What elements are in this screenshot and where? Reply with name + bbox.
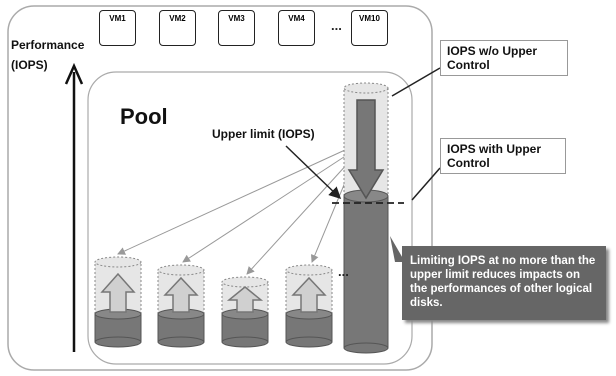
disk-ellipsis: ...	[338, 264, 349, 279]
vm-4: VM4	[278, 10, 315, 46]
axis-arrowhead	[64, 62, 84, 85]
y-axis-label: Performance (IOPS)	[11, 38, 85, 72]
callout-with-pointer	[411, 167, 441, 201]
callout-without-pointer	[391, 67, 441, 97]
pool-label: Pool	[120, 104, 168, 129]
logical-disk-2	[157, 264, 205, 348]
flow-arrow-2	[182, 154, 348, 263]
vm-3: VM3	[218, 10, 255, 46]
vm-1: VM1	[99, 10, 136, 46]
vm-ellipsis: ...	[331, 18, 342, 33]
limiting-note: Limiting IOPS at no more than the upper …	[402, 246, 606, 320]
logical-disk-3	[221, 276, 269, 348]
callout-without-upper-control: IOPS w/o Upper Control	[440, 40, 568, 76]
vm-2: VM2	[159, 10, 196, 46]
logical-disk-limited	[343, 82, 389, 354]
note-pointer	[390, 236, 405, 262]
limit-down-arrow	[347, 99, 385, 200]
logical-disk-1	[94, 256, 142, 348]
vm-10: VM10	[351, 10, 388, 46]
flow-arrow-3	[246, 161, 350, 275]
logical-disk-4	[285, 264, 333, 348]
upper-limit-label: Upper limit (IOPS)	[212, 127, 315, 141]
callout-with-upper-control: IOPS with Upper Control	[440, 138, 566, 174]
upper-limit-pointer	[285, 145, 342, 200]
